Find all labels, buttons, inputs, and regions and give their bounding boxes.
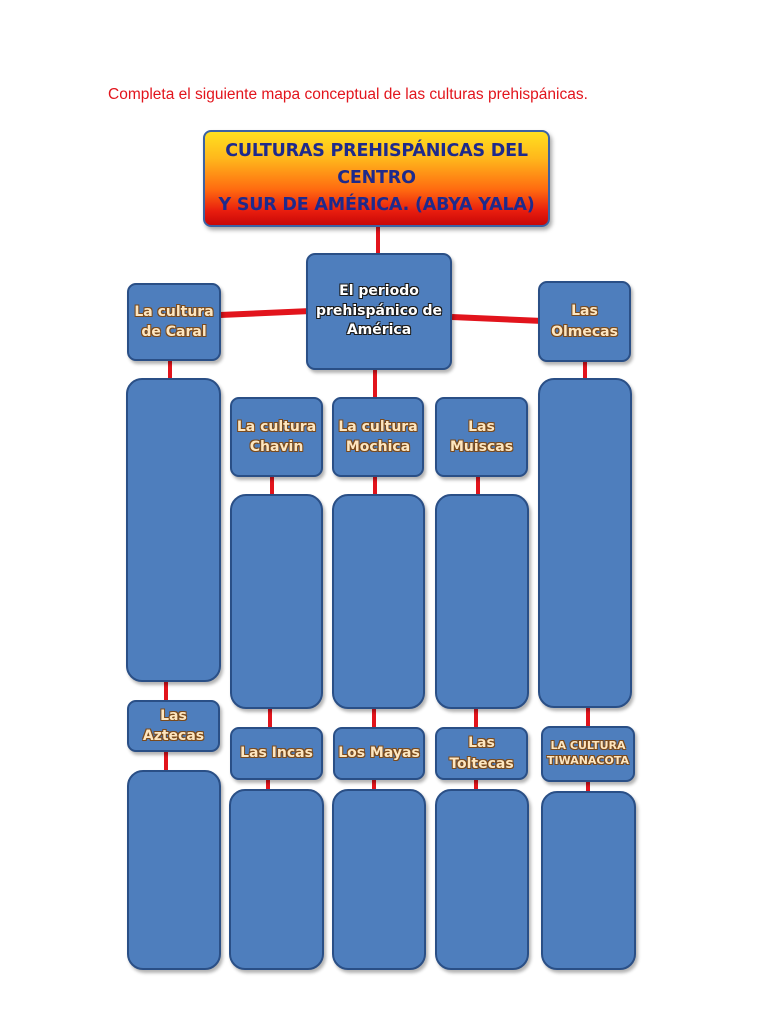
connector-blank4-toltecas	[474, 709, 478, 727]
blank-box-olmecas[interactable]	[538, 378, 632, 708]
node-mochica: La cultura Mochica	[332, 397, 424, 477]
node-caral: La cultura de Caral	[127, 283, 221, 361]
node-aztecas-label: Las Aztecas	[142, 707, 205, 744]
connector-center-olmecas	[451, 314, 541, 324]
node-toltecas: Las Toltecas	[435, 727, 528, 780]
connector-chavin-down	[270, 477, 274, 495]
node-mayas: Los Mayas	[333, 727, 425, 780]
node-muiscas-label: Las Muiscas	[449, 418, 514, 455]
node-incas: Las Incas	[230, 727, 323, 780]
node-olmecas: Las Olmecas	[538, 281, 631, 362]
connector-toltecas-down	[474, 780, 478, 790]
connector-blank2-incas	[268, 709, 272, 727]
connector-muiscas-down	[476, 477, 480, 495]
center-node-line-2: prehispánico de	[315, 302, 443, 319]
center-node-line-3: América	[346, 322, 412, 339]
node-chavin-line-1: La cultura	[236, 418, 317, 435]
node-chavin: La cultura Chavin	[230, 397, 323, 477]
node-muiscas: Las Muiscas	[435, 397, 528, 477]
connector-blank5-tiwanacota	[586, 708, 590, 726]
node-mochica-line-1: La cultura	[338, 418, 418, 435]
connector-tiwanacota-down	[586, 782, 590, 792]
connector-olmecas-down	[583, 362, 587, 379]
node-tiwanacota-line-1: LA CULTURA	[550, 739, 626, 753]
blank-box-muiscas[interactable]	[435, 494, 529, 709]
node-chavin-line-2: Chavin	[249, 439, 304, 455]
connector-center-down	[373, 370, 377, 397]
node-tiwanacota: LA CULTURA TIWANACOTA	[541, 726, 635, 782]
blank-box-caral[interactable]	[126, 378, 221, 682]
node-mochica-line-2: Mochica	[345, 439, 411, 455]
connector-mochica-down	[373, 477, 377, 495]
map-title-line-1: CULTURAS PREHISPÁNICAS DEL CENTRO	[225, 140, 528, 188]
blank-box-tiwanacota[interactable]	[541, 791, 636, 970]
node-caral-line-1: La cultura	[134, 303, 214, 320]
map-title: CULTURAS PREHISPÁNICAS DEL CENTRO Y SUR …	[203, 130, 550, 227]
blank-box-mayas[interactable]	[332, 789, 426, 970]
instruction-text: Completa el siguiente mapa conceptual de…	[108, 86, 588, 103]
blank-box-chavin[interactable]	[230, 494, 323, 709]
blank-box-toltecas[interactable]	[435, 789, 529, 970]
node-incas-label: Las Incas	[240, 745, 313, 762]
blank-box-mochica[interactable]	[332, 494, 425, 709]
node-caral-line-2: de Caral	[141, 324, 207, 340]
center-node-line-1: El periodo	[339, 283, 419, 300]
map-title-line-2: Y SUR DE AMÉRICA. (ABYA YALA)	[218, 195, 535, 216]
node-tiwanacota-line-2: TIWANACOTA	[546, 754, 630, 767]
node-mayas-label: Los Mayas	[338, 745, 420, 762]
connector-center-caral	[219, 308, 309, 318]
node-toltecas-label: Las Toltecas	[449, 735, 514, 772]
connector-blank1-aztecas	[164, 682, 168, 700]
connector-title-center	[376, 227, 380, 254]
blank-box-incas[interactable]	[229, 789, 324, 970]
node-aztecas: Las Aztecas	[127, 700, 220, 752]
connector-incas-down	[266, 780, 270, 790]
center-node: El periodo prehispánico de América	[306, 253, 452, 370]
connector-caral-down	[168, 361, 172, 379]
node-olmecas-label: Las Olmecas	[551, 303, 618, 340]
connector-blank3-mayas	[372, 709, 376, 727]
connector-mayas-down	[372, 780, 376, 790]
connector-aztecas-down	[164, 752, 168, 770]
blank-box-aztecas[interactable]	[127, 770, 221, 970]
